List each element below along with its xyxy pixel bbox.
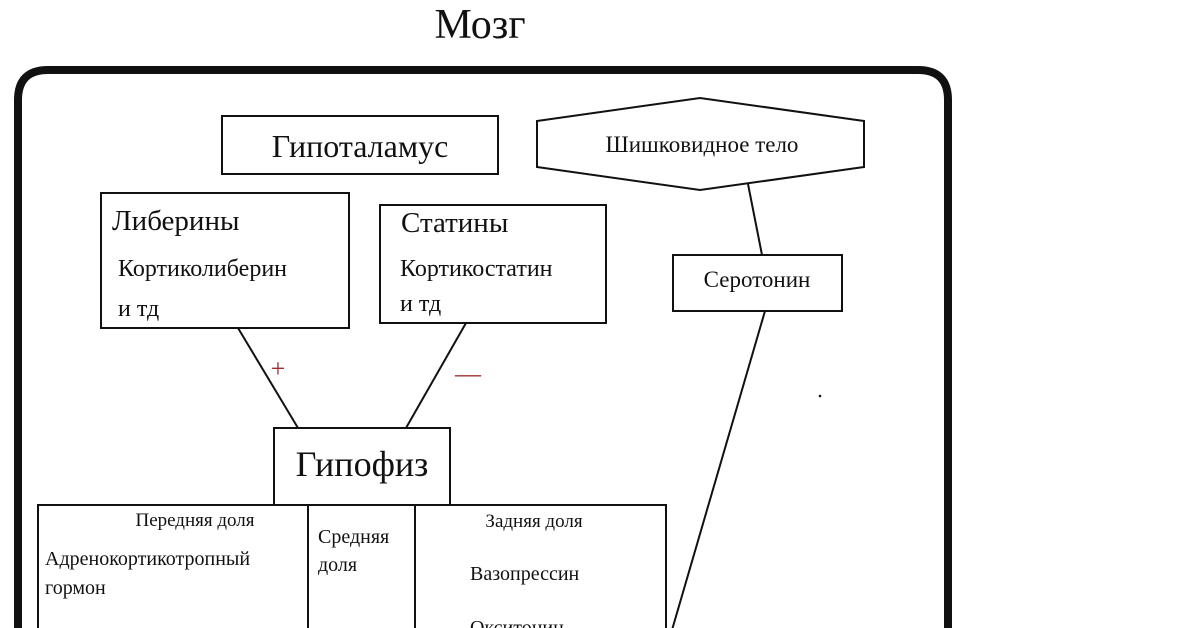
serotonin-box [672,254,843,312]
statins-title: Статины [401,207,508,239]
posterior-lobe-item1: Вазопрессин [470,563,580,585]
anterior-lobe-line2: гормон [45,577,106,599]
posterior-lobe-title: Задняя доля [485,511,582,532]
serotonin-connector [671,310,766,628]
hypothalamus-box [221,115,499,175]
statins-box [379,204,607,324]
diagram-title: Мозг [434,2,525,48]
lobes-table [37,504,667,628]
minus-sign: — [454,359,482,388]
anterior-lobe-line1: Адренокортикотропный [45,548,250,570]
statins-line1: Кортикостатин [400,256,553,282]
liberins-box [100,192,350,329]
statins-line2: и тд [400,291,441,317]
statins-connector [405,322,467,429]
pineal-body-label: Шишковидное тело [606,132,799,157]
liberins-line1: Кортиколиберин [118,256,287,282]
liberins-line2: и тд [118,296,159,322]
pituitary-label: Гипофиз [296,444,429,484]
anterior-lobe-title: Передняя доля [135,510,254,531]
liberins-connector [237,327,299,429]
liberins-title: Либерины [112,205,239,237]
brain-outline [14,66,952,628]
middle-lobe-line1: Средняя [318,526,389,548]
hypothalamus-label: Гипоталамус [272,128,449,164]
pineal-body-shape [536,96,865,192]
plus-sign: + [271,354,286,383]
serotonin-label: Серотонин [704,267,811,292]
stray-dot [818,394,822,398]
middle-lobe-line2: доля [318,554,357,576]
pineal-serotonin-connector [747,183,763,256]
posterior-lobe-item2: Окситоцин [470,617,564,628]
